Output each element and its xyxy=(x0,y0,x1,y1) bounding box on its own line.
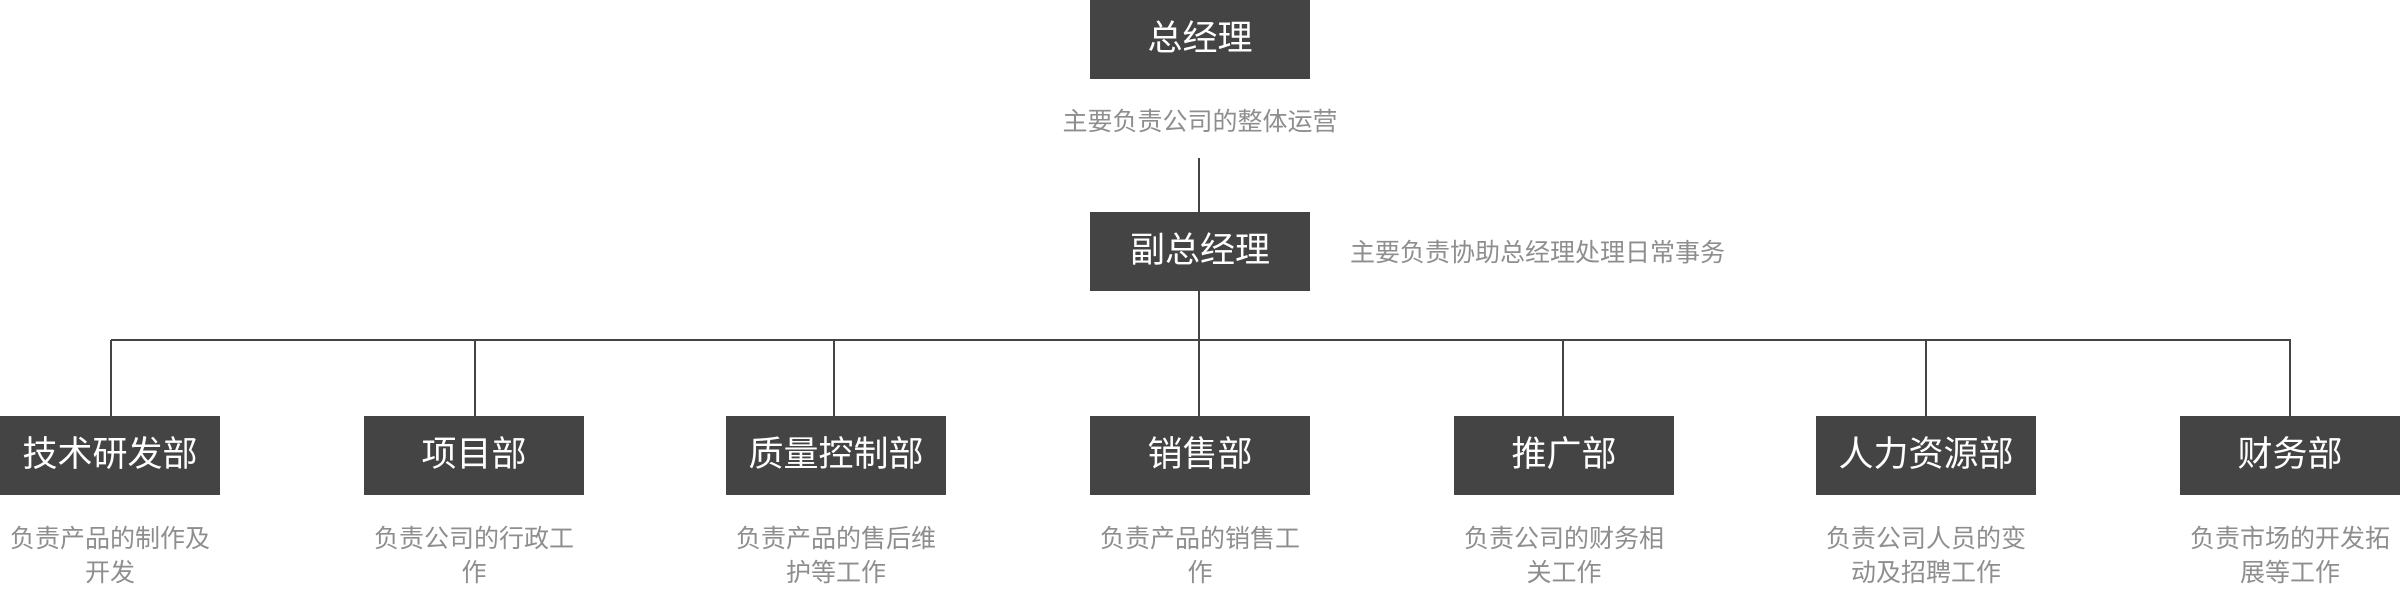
connector-technical-rd xyxy=(110,340,112,416)
connector-projects xyxy=(474,340,476,416)
connector-finance xyxy=(2289,340,2291,416)
department-box-technical-rd: 技术研发部 xyxy=(0,416,220,495)
ceo-description: 主要负责公司的整体运营 xyxy=(1062,107,1338,136)
ceo-box: 总经理 xyxy=(1090,0,1310,79)
connector-quality-control xyxy=(833,340,835,416)
ceo-to-vice-connector xyxy=(1198,158,1200,212)
department-description-finance: 负责市场的开发拓展等工作 xyxy=(2189,524,2390,587)
department-box-sales: 销售部 xyxy=(1090,416,1310,495)
department-box-projects: 项目部 xyxy=(364,416,584,495)
department-box-quality-control: 质量控制部 xyxy=(726,416,946,495)
vice-ceo-description: 主要负责协助总经理处理日常事务 xyxy=(1350,238,1726,267)
connector-promotion xyxy=(1562,340,1564,416)
department-horizontal-connector xyxy=(111,339,2291,341)
department-description-human-resources: 负责公司人员的变动及招聘工作 xyxy=(1825,524,2026,587)
department-description-projects: 负责公司的行政工作 xyxy=(373,524,574,587)
vice-ceo-box: 副总经理 xyxy=(1090,212,1310,291)
vice-to-horizontal-connector xyxy=(1198,291,1200,340)
department-box-finance: 财务部 xyxy=(2180,416,2400,495)
department-box-promotion: 推广部 xyxy=(1454,416,1674,495)
department-description-sales: 负责产品的销售工作 xyxy=(1099,524,1300,587)
department-description-promotion: 负责公司的财务相关工作 xyxy=(1463,524,1664,587)
connector-sales xyxy=(1198,340,1200,416)
department-box-human-resources: 人力资源部 xyxy=(1816,416,2036,495)
connector-human-resources xyxy=(1925,340,1927,416)
department-description-quality-control: 负责产品的售后维护等工作 xyxy=(735,524,936,587)
department-description-technical-rd: 负责产品的制作及开发 xyxy=(9,524,210,587)
